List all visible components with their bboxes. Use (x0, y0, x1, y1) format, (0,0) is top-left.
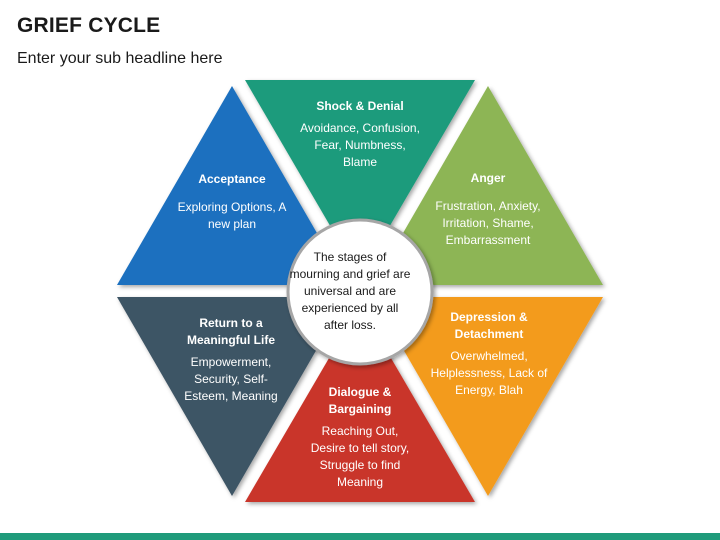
stage-shock-title: Shock & Denial (316, 99, 404, 113)
stage-dialogue-description: Reaching Out, Desire to tell story, Stru… (310, 424, 410, 489)
stage-dialogue-title: Dialogue & Bargaining (328, 385, 392, 416)
stage-acceptance-title: Acceptance (198, 172, 266, 186)
stage-return-title: Return to a Meaningful Life (187, 316, 275, 347)
stage-depression-text: Depression & Detachment Overwhelmed, Hel… (430, 309, 548, 399)
stage-dialogue-text: Dialogue & Bargaining Reaching Out, Desi… (305, 384, 415, 491)
stage-anger-text: Anger Frustration, Anxiety, Irritation, … (428, 170, 548, 249)
stage-anger-triangle[interactable] (373, 86, 603, 285)
page-subtitle: Enter your sub headline here (17, 50, 223, 67)
stage-anger-title: Anger (470, 171, 506, 185)
stage-acceptance-text: Acceptance Exploring Options, A new plan (170, 171, 294, 233)
center-circle (286, 218, 434, 366)
stage-return-description: Empowerment, Security, Self-Esteem, Mean… (184, 355, 278, 403)
stage-anger-description: Frustration, Anxiety, Irritation, Shame,… (435, 199, 541, 247)
stage-acceptance-description: Exploring Options, A new plan (177, 200, 287, 231)
stage-depression-title: Depression & Detachment (450, 310, 528, 341)
stage-return-text: Return to a Meaningful Life Empowerment,… (176, 315, 286, 405)
footer-bar (0, 533, 720, 540)
stage-depression-triangle[interactable] (373, 297, 603, 496)
stage-shock-description: Avoidance, Confusion, Fear, Numbness, Bl… (300, 121, 420, 169)
stage-shock-triangle[interactable] (245, 80, 475, 277)
page-title: GRIEF CYCLE (17, 14, 161, 37)
stage-depression-description: Overwhelmed, Helplessness, Lack of Energ… (430, 349, 548, 397)
stage-dialogue-triangle[interactable] (245, 305, 475, 502)
center-text: The stages of mourning and grief are uni… (289, 250, 411, 332)
stage-acceptance-triangle[interactable] (117, 86, 347, 285)
stage-shock-text: Shock & Denial Avoidance, Confusion, Fea… (300, 98, 420, 171)
stage-return-triangle[interactable] (117, 297, 347, 496)
